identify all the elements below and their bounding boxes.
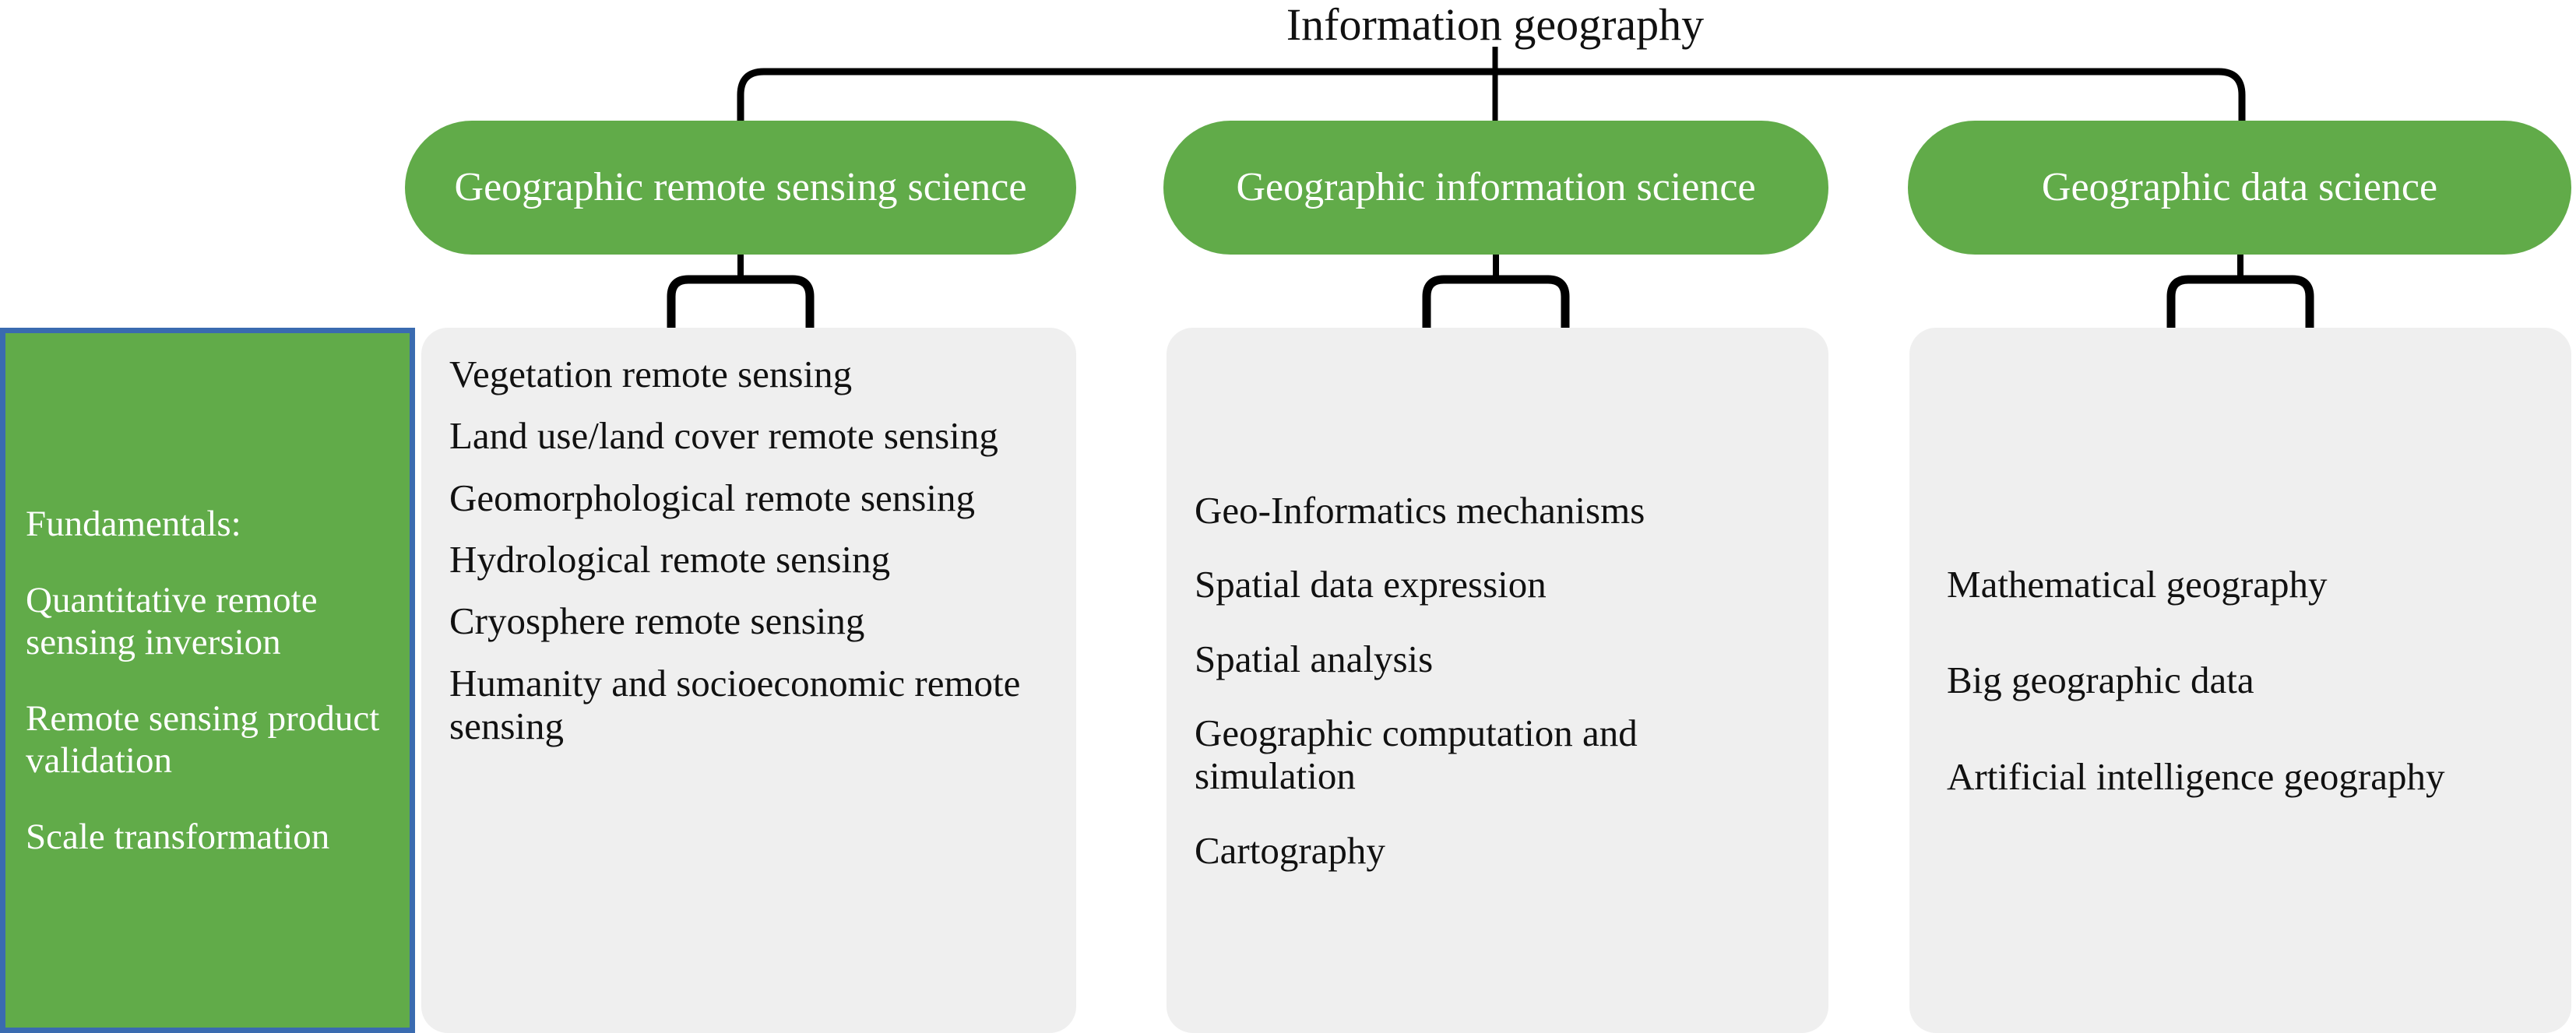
topic-item: Geo-Informatics mechanisms [1195, 488, 1645, 532]
fundamentals-panel: Fundamentals: Quantitative remote sensin… [0, 328, 415, 1033]
pill3-bracket [2166, 275, 2314, 328]
category-pill-geographic-data-science[interactable]: Geographic data science [1908, 121, 2571, 255]
topic-item: Big geographic data [1947, 659, 2254, 702]
topic-item: Spatial analysis [1195, 637, 1434, 680]
topic-item: Land use/land cover remote sensing [449, 414, 998, 458]
fundamentals-item: Quantitative remote sensing inversion [26, 579, 318, 662]
pill1-bracket [667, 275, 815, 328]
pill2-bracket [1422, 275, 1570, 328]
topic-item: Vegetation remote sensing [449, 353, 853, 395]
topic-item: Geomorphological remote sensing [449, 476, 975, 519]
fundamentals-item: Scale transformation [26, 817, 330, 858]
page-title: Information geography [1286, 0, 1705, 50]
category-pill-geographic-remote-sensing-science[interactable]: Geographic remote sensing science [405, 121, 1076, 255]
fundamentals-item: Remote sensing product validation [26, 698, 380, 782]
topic-item: Cartography [1195, 828, 1385, 872]
topic-panel-remote-sensing: Vegetation remote sensing Land use/land … [421, 328, 1076, 1033]
topic-item: Artificial intelligence geography [1947, 754, 2445, 798]
top-bracket [737, 68, 2246, 121]
topic-item: Geographic computation and simulation [1195, 712, 1638, 798]
topic-item: Spatial data expression [1195, 563, 1547, 606]
topic-panel-information-science: Geo-Informatics mechanisms Spatial data … [1167, 328, 1828, 1033]
topic-item: Cryosphere remote sensing [449, 599, 865, 643]
category-pill-geographic-information-science[interactable]: Geographic information science [1163, 121, 1828, 255]
fundamentals-heading: Fundamentals: [26, 503, 241, 544]
topic-item: Mathematical geography [1947, 562, 2328, 606]
topic-panel-data-science: Mathematical geography Big geographic da… [1909, 328, 2571, 1033]
topic-item: Hydrological remote sensing [449, 538, 891, 582]
topic-item: Humanity and socioeconomic remote sensin… [449, 661, 1021, 748]
